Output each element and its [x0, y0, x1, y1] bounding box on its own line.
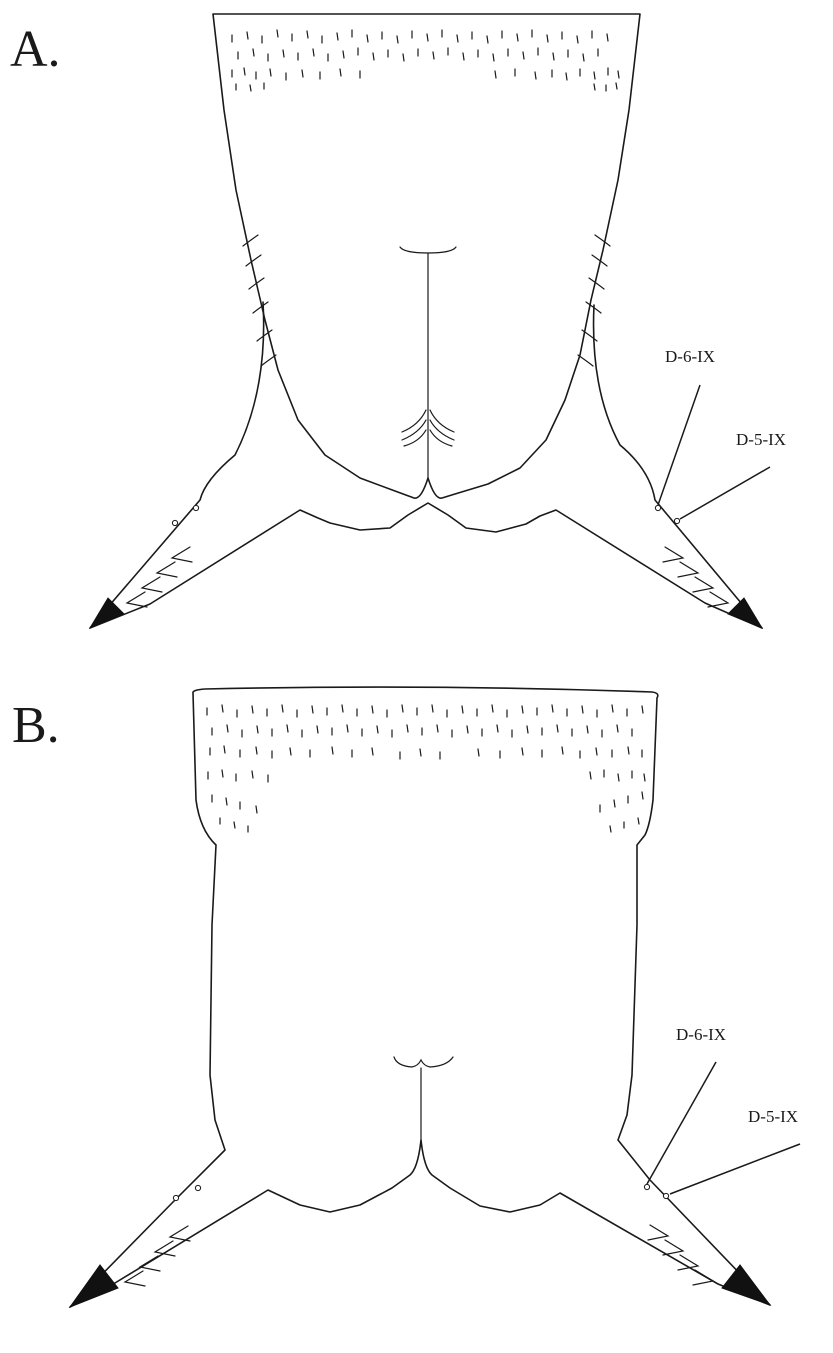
panel-b-median-notch — [394, 1057, 453, 1067]
panel-b-d5-socket — [663, 1193, 668, 1198]
panel-a-d5-socket — [674, 518, 679, 523]
panel-a: A. D-6-IX D-5-IX — [10, 14, 786, 628]
panel-b-spicules — [207, 705, 645, 832]
panel-b-d5-leader — [670, 1144, 800, 1194]
panel-b-d5-label: D-5-IX — [748, 1107, 798, 1126]
panel-a-d5-label: D-5-IX — [736, 430, 786, 449]
panel-b-left-paddle-tip — [70, 1265, 118, 1307]
panel-b-left-alveolus-upper — [195, 1185, 200, 1190]
panel-a-left-alveolus-lower — [172, 520, 177, 525]
panel-a-tergite-outline — [213, 14, 640, 498]
panel-a-d6-leader — [658, 385, 700, 505]
panel-b: B. D-6-IX D-5-IX — [12, 687, 800, 1307]
panel-b-left-paddle-spicules — [125, 1226, 190, 1286]
panel-a-spicules — [232, 30, 619, 91]
panel-a-d6-socket — [655, 505, 660, 510]
panel-a-paddle-outline — [90, 302, 762, 628]
panel-a-letter: A. — [10, 21, 61, 78]
panel-a-d5-leader — [680, 467, 770, 519]
panel-b-d6-label: D-6-IX — [676, 1025, 726, 1044]
panel-a-right-paddle-tip — [728, 598, 762, 628]
panel-a-median-notch — [400, 247, 456, 253]
panel-b-right-paddle-tip — [722, 1265, 770, 1305]
panel-b-tergite-outline — [70, 687, 770, 1307]
panel-b-left-alveolus-lower — [173, 1195, 178, 1200]
panel-b-letter: B. — [12, 697, 60, 754]
panel-b-d6-leader — [647, 1062, 716, 1184]
panel-a-left-paddle-tip — [90, 598, 124, 628]
panel-a-d6-label: D-6-IX — [665, 347, 715, 366]
panel-a-left-alveolus-upper — [193, 505, 198, 510]
panel-b-d6-socket — [644, 1184, 649, 1189]
